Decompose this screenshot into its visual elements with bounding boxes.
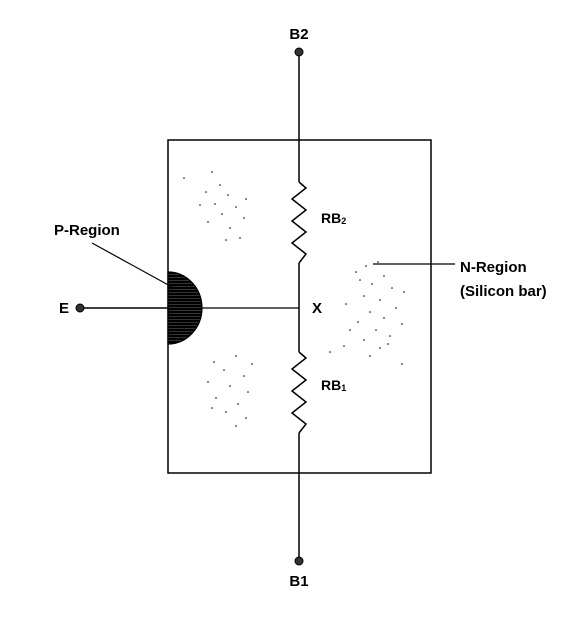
junction-x-label: X: [312, 300, 322, 317]
rb1-label-sub: 1: [341, 383, 346, 393]
n-region-label-line1: N-Region: [460, 259, 527, 276]
rb1-label-main: RB: [321, 377, 341, 393]
rb2-label: RB2: [321, 210, 346, 226]
p-region-label: P-Region: [54, 222, 120, 239]
b1-terminal-dot: [294, 556, 304, 566]
b2-terminal-dot: [294, 47, 304, 57]
rb2-label-sub: 2: [341, 216, 346, 226]
e-terminal-dot: [75, 303, 85, 313]
b2-label: B2: [289, 26, 308, 43]
rb2-label-main: RB: [321, 210, 341, 226]
rb2-resistor: [290, 181, 308, 264]
n-region-label-line2: (Silicon bar): [460, 283, 547, 300]
rb1-resistor: [290, 351, 308, 434]
p-region-shape: [167, 271, 203, 345]
n-region-stipple: [183, 171, 405, 427]
p-region-leader: [91, 242, 173, 288]
b1-label: B1: [289, 573, 308, 590]
e-label: E: [59, 300, 69, 317]
rb1-label: RB1: [321, 377, 346, 393]
